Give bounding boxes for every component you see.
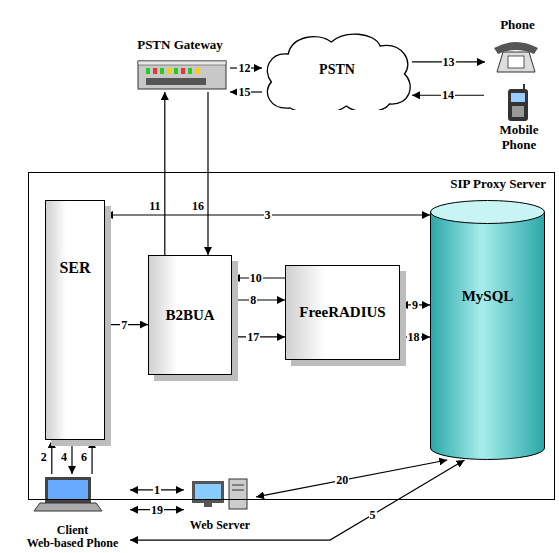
gateway-led xyxy=(167,68,171,74)
web-server: Web Server xyxy=(184,478,256,532)
mobile-screen xyxy=(511,93,525,102)
gateway-body xyxy=(138,61,226,89)
ser-box: SER xyxy=(45,200,105,440)
connector-arrow xyxy=(256,460,447,497)
node-label: Phone xyxy=(500,18,535,32)
cylinder-top xyxy=(431,201,545,224)
connector-arrow xyxy=(91,440,92,474)
step-number: 16 xyxy=(191,200,205,212)
node-label: Web Server xyxy=(190,519,250,532)
gateway-led xyxy=(146,68,150,74)
step-number: 14 xyxy=(441,89,455,101)
cloud-shape xyxy=(267,34,410,110)
node-label: Web-based Phone xyxy=(27,537,119,550)
phone-keypad xyxy=(508,56,524,68)
phone-icon xyxy=(494,42,538,72)
laptop-icon xyxy=(34,477,102,511)
mobile-body xyxy=(508,89,528,121)
gateway-led xyxy=(195,68,199,74)
step-number: 5 xyxy=(369,509,377,521)
mobile-keys xyxy=(512,106,524,117)
connector-arrow xyxy=(71,440,72,474)
tower-slot xyxy=(232,490,244,491)
connector-arrow xyxy=(232,299,285,300)
step-number: 7 xyxy=(120,319,128,331)
connector-arrow xyxy=(51,440,52,474)
step-number: 11 xyxy=(148,200,161,212)
step-number: 19 xyxy=(150,504,164,516)
phone-handset xyxy=(494,42,538,54)
mysql-cylinder: MySQL xyxy=(430,200,545,460)
step-number: 8 xyxy=(249,294,257,306)
step-number: 6 xyxy=(80,451,88,463)
step-number: 13 xyxy=(442,56,456,68)
node-label: B2BUA xyxy=(165,307,214,324)
node-label: PSTN Gateway xyxy=(137,38,223,52)
gateway-led xyxy=(153,68,157,74)
gateway-top xyxy=(138,61,226,65)
phone-body xyxy=(497,52,535,72)
tower xyxy=(229,479,247,509)
gateway-led xyxy=(174,68,178,74)
step-number: 4 xyxy=(60,451,68,463)
pstn-cloud: PSTN xyxy=(262,30,412,110)
connector-arrow xyxy=(207,92,208,255)
step-number: 1 xyxy=(153,484,161,496)
step-number: 9 xyxy=(411,299,419,311)
gateway-icon xyxy=(138,61,226,89)
mobile-icon xyxy=(508,84,528,121)
gateway-led xyxy=(188,68,192,74)
connector-arrow xyxy=(164,92,165,255)
gateway-led xyxy=(160,68,164,74)
step-number: 20 xyxy=(335,474,349,486)
step-number: 3 xyxy=(264,209,272,221)
node-label: Mobile Phone xyxy=(490,123,548,152)
node-label: MySQL xyxy=(462,288,514,305)
tower-slot xyxy=(232,485,244,486)
step-number: 10 xyxy=(249,272,263,284)
group-title: SIP Proxy Server xyxy=(450,177,546,191)
laptop-screen xyxy=(48,480,88,500)
step-number: 2 xyxy=(40,451,48,463)
server-icon xyxy=(192,479,247,509)
laptop-base xyxy=(34,503,102,511)
node-label: PSTN xyxy=(319,62,355,77)
pstn-gateway: PSTN Gateway xyxy=(130,38,230,92)
monitor-stand xyxy=(204,503,212,507)
step-number: 17 xyxy=(246,331,260,343)
gateway-ports xyxy=(146,78,206,85)
gateway-led xyxy=(181,68,185,74)
cylinder-outline xyxy=(430,200,545,460)
b2bua-box: B2BUA xyxy=(148,255,232,375)
client-laptop: ClientWeb-based Phone xyxy=(15,474,130,550)
step-number: 18 xyxy=(407,331,421,343)
mobile-phone: Mobile Phone xyxy=(484,86,554,152)
step-number: 12 xyxy=(237,62,251,74)
node-label: SER xyxy=(59,259,90,277)
node-label: FreeRADIUS xyxy=(299,304,385,321)
connector-arrow xyxy=(130,460,465,540)
node-label: Client xyxy=(57,524,88,537)
proxy-server-group: SIP Proxy ServerSER B2BUA FreeRADIUS MySQL xyxy=(28,172,555,500)
phone: Phone xyxy=(485,18,550,75)
step-number: 15 xyxy=(237,86,251,98)
freeradius-box: FreeRADIUS xyxy=(285,265,400,360)
monitor-screen xyxy=(195,484,221,500)
cylinder-body xyxy=(431,212,545,460)
